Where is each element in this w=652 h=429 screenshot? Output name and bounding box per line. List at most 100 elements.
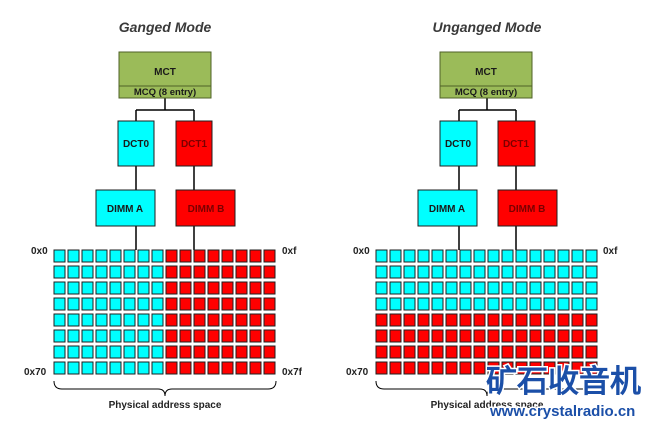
address-cell-dimm-b [529,361,542,375]
address-brace [53,380,277,397]
address-cell-dimm-a [543,281,556,295]
panel-title: Ganged Mode [119,19,212,35]
address-cell-dimm-b [389,345,402,359]
address-cell-dimm-a [585,297,598,311]
address-cell-dimm-b [207,265,220,279]
address-cell-dimm-a [81,361,94,375]
address-cell-dimm-b [543,313,556,327]
address-cell-dimm-a [585,249,598,263]
address-cell-dimm-a [445,249,458,263]
address-cell-dimm-a [557,265,570,279]
address-brace [375,380,599,397]
address-cell-dimm-a [501,281,514,295]
address-cell-dimm-b [221,345,234,359]
address-cell-dimm-a [445,281,458,295]
address-cell-dimm-a [151,265,164,279]
address-cell-dimm-b [221,329,234,343]
dct1-label: DCT1 [181,139,208,150]
address-cell-dimm-a [123,329,136,343]
address-cell-dimm-a [53,297,66,311]
mcq-label: MCQ (8 entry) [134,87,196,98]
address-cell-dimm-b [543,329,556,343]
address-cell-dimm-a [543,297,556,311]
address-cell-dimm-a [81,265,94,279]
address-cell-dimm-b [487,313,500,327]
address-cell-dimm-a [459,265,472,279]
address-cell-dimm-b [557,345,570,359]
address-cell-dimm-b [529,345,542,359]
address-cell-dimm-a [123,345,136,359]
address-cell-dimm-b [263,361,276,375]
address-cell-dimm-a [529,297,542,311]
address-cell-dimm-a [487,249,500,263]
address-cell-dimm-a [123,249,136,263]
address-cell-dimm-b [529,313,542,327]
address-cell-dimm-a [53,329,66,343]
address-cell-dimm-b [235,361,248,375]
address-cell-dimm-b [207,297,220,311]
address-cell-dimm-b [571,329,584,343]
address-cell-dimm-a [473,249,486,263]
address-cell-dimm-b [417,329,430,343]
connector-lines [458,98,517,250]
mct-label: MCT [154,67,176,78]
address-cell-dimm-b [193,329,206,343]
address-cell-dimm-a [431,249,444,263]
address-cell-dimm-b [459,361,472,375]
address-cell-dimm-b [473,345,486,359]
address-cell-dimm-a [403,297,416,311]
address-cell-dimm-b [235,297,248,311]
address-cell-dimm-a [81,329,94,343]
address-cell-dimm-b [515,329,528,343]
address-cell-dimm-a [375,249,388,263]
address-cell-dimm-b [487,361,500,375]
address-cell-dimm-b [571,345,584,359]
address-cell-dimm-a [473,281,486,295]
address-cell-dimm-a [389,297,402,311]
address-cell-dimm-a [585,281,598,295]
address-cell-dimm-a [67,249,80,263]
dct1-block: DCT1 [175,120,213,167]
address-cell-dimm-b [207,313,220,327]
addr-label-top-right: 0xf [603,246,618,257]
dct1-label: DCT1 [503,139,530,150]
address-cell-dimm-a [571,297,584,311]
dimm-b-label: DIMM B [188,204,225,215]
address-cell-dimm-b [389,361,402,375]
address-cell-dimm-b [445,345,458,359]
address-cell-dimm-a [557,297,570,311]
address-cell-dimm-b [235,249,248,263]
address-cell-dimm-a [473,297,486,311]
address-cell-dimm-a [53,249,66,263]
address-cell-dimm-a [515,249,528,263]
address-cell-dimm-b [445,329,458,343]
address-cell-dimm-a [501,265,514,279]
addr-label-bottom-left: 0x70 [24,367,47,378]
address-cell-dimm-a [389,265,402,279]
address-cell-dimm-b [557,313,570,327]
address-cell-dimm-a [123,281,136,295]
address-cell-dimm-b [431,345,444,359]
address-cell-dimm-a [109,345,122,359]
address-cell-dimm-a [151,329,164,343]
address-cell-dimm-b [571,313,584,327]
watermark-url: www.crystalradio.cn [489,403,635,420]
address-cell-dimm-b [179,361,192,375]
address-cell-dimm-b [179,329,192,343]
address-cell-dimm-a [151,249,164,263]
address-caption: Physical address space [109,400,222,411]
address-cell-dimm-b [249,249,262,263]
address-cell-dimm-b [221,313,234,327]
address-cell-dimm-a [81,313,94,327]
address-cell-dimm-a [487,281,500,295]
dimm-b-block: DIMM B [175,189,236,227]
address-cell-dimm-b [193,297,206,311]
address-cell-dimm-a [123,313,136,327]
address-cell-dimm-b [557,329,570,343]
mct-label: MCT [475,67,497,78]
address-cell-dimm-b [515,361,528,375]
address-cell-dimm-b [179,297,192,311]
address-cell-dimm-a [375,281,388,295]
address-cell-dimm-b [389,329,402,343]
